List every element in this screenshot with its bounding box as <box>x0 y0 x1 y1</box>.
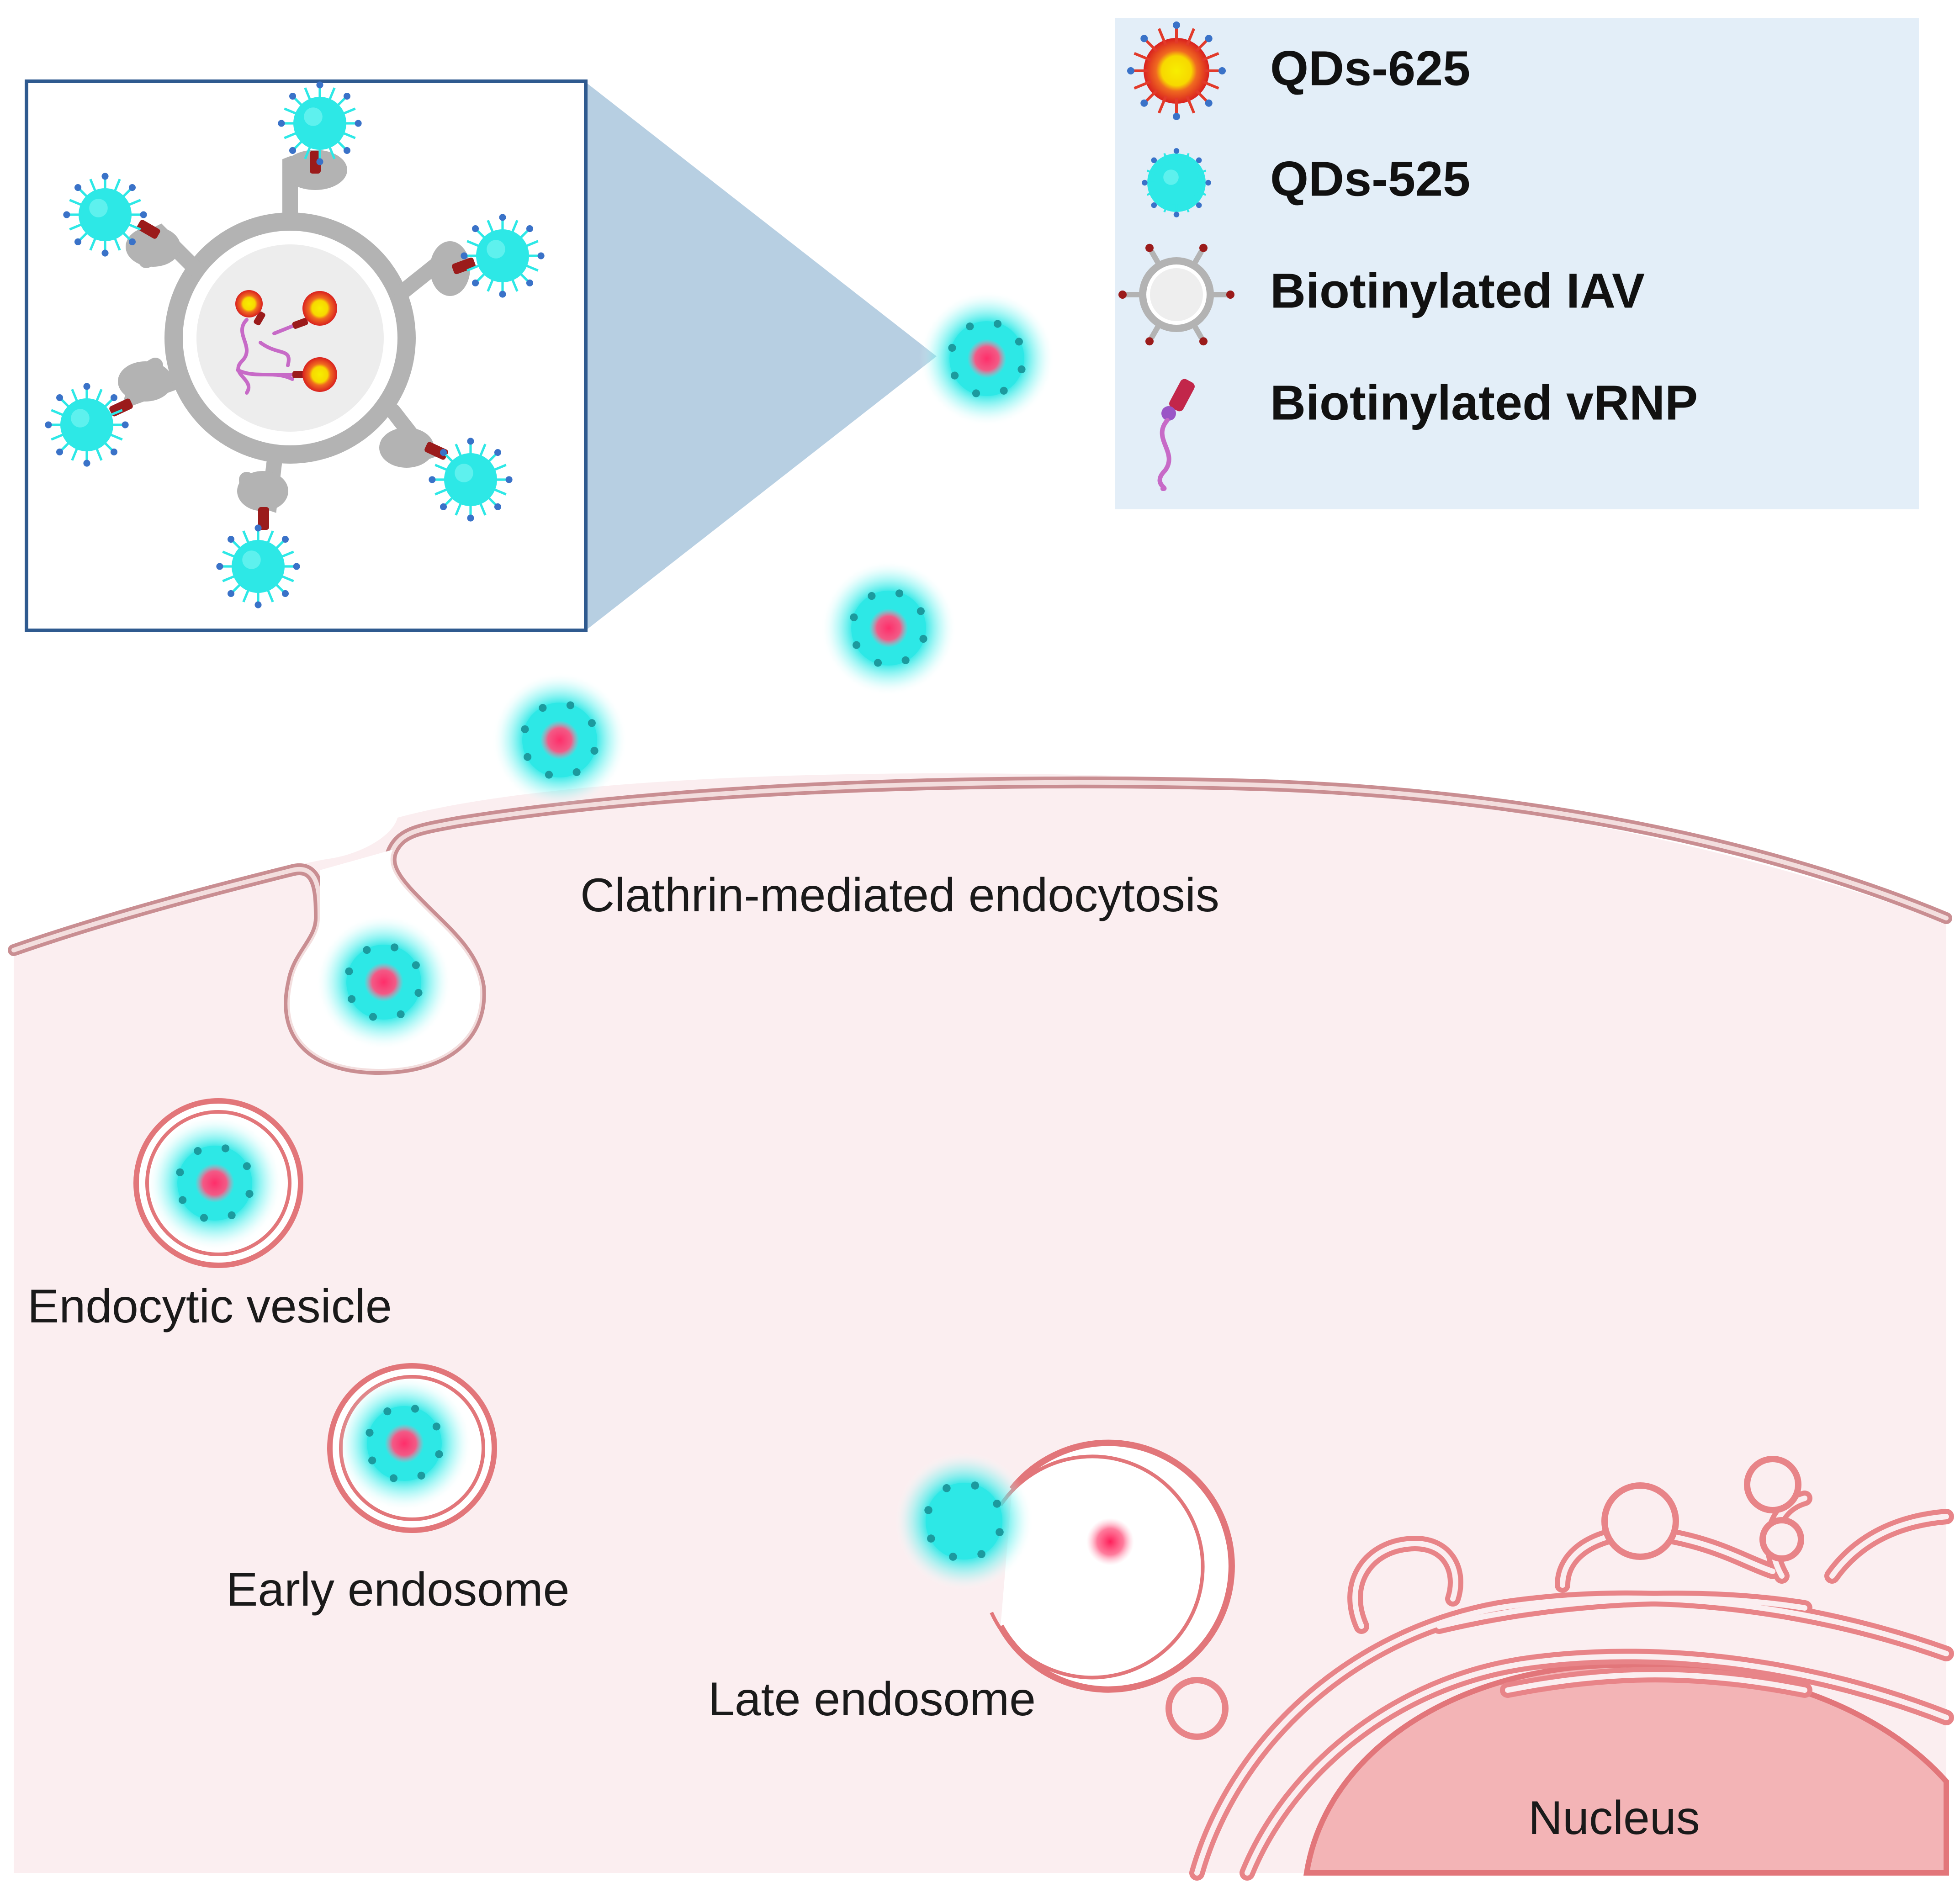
legend-label-qd525: QDs-525 <box>1270 151 1470 206</box>
virion-1 <box>919 291 1055 427</box>
legend-label-vrnp: Biotinylated vRNP <box>1270 375 1698 430</box>
nucleus-region <box>1165 1456 1954 1881</box>
late-endosome <box>990 1439 1235 1693</box>
zoom-cone <box>586 82 937 630</box>
virion-3 <box>492 672 628 808</box>
er-vesicle <box>1744 1456 1801 1513</box>
inset-qd625-group <box>235 290 337 392</box>
inset-qd525-4 <box>429 438 513 522</box>
virion-late-endosome <box>895 1452 1033 1591</box>
er-vesicle <box>1759 1517 1804 1562</box>
legend-label-iav: Biotinylated IAV <box>1270 263 1645 318</box>
legend-box <box>1115 18 1919 509</box>
inset-qd525-0 <box>278 81 362 165</box>
virions <box>147 291 1055 1591</box>
inset-qd525-group <box>45 81 545 608</box>
virion-2 <box>821 560 957 696</box>
released-qd625 <box>1086 1518 1134 1565</box>
label-early-endosome: Early endosome <box>226 1563 570 1616</box>
legend-qd525-dot <box>1142 148 1211 217</box>
biotinylated-iav-icon <box>1118 243 1234 346</box>
er-vesicle <box>1165 1677 1229 1740</box>
label-clathrin-mediated-endocytosis: Clathrin-mediated endocytosis <box>580 869 1219 922</box>
biotinylated-vrnp-icon <box>1157 379 1195 491</box>
er-vesicle <box>1601 1482 1679 1560</box>
nucleus <box>1303 1662 1949 1876</box>
inset-qd525-2 <box>461 214 545 298</box>
label-nucleus: Nucleus <box>1528 1792 1700 1845</box>
inset-qd525-3 <box>45 383 129 467</box>
virion-in-pit <box>316 914 452 1050</box>
legend-label-qd625: QDs-625 <box>1270 41 1470 96</box>
iav-zoom-inset <box>25 79 588 632</box>
legend: QDs-625 QDs-525 Biotinylated IAV Biotiny… <box>1115 18 1919 509</box>
label-endocytic-vesicle: Endocytic vesicle <box>27 1280 392 1333</box>
inset-qd525-1 <box>63 173 147 257</box>
label-late-endosome: Late endosome <box>708 1673 1036 1726</box>
qd525-icon <box>1142 148 1211 217</box>
virion-early-endosome <box>336 1375 472 1512</box>
virion-endocytic-vesicle <box>147 1115 283 1251</box>
inset-qd525-5 <box>216 524 300 608</box>
qd625-icon <box>1127 21 1226 120</box>
cytoplasm <box>14 773 1946 1873</box>
